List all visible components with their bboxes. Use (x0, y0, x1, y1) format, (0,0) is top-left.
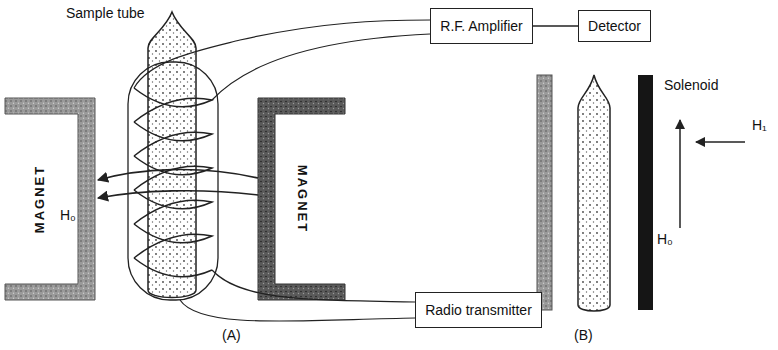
part-label: Sample tube (66, 6, 145, 21)
sample-tube-b (578, 75, 610, 311)
h0-arrow (679, 120, 681, 228)
magnet-label: MAGNET (295, 165, 309, 233)
magnet-left (5, 98, 95, 300)
process-box: R.F. Amplifier (430, 8, 533, 44)
box-text: R.F. Amplifier (440, 18, 522, 34)
magnet-label: MAGNET (33, 165, 47, 233)
coil-windings (134, 88, 212, 277)
magnet-pole-left (537, 75, 552, 310)
field-label: H₀ (657, 232, 673, 247)
field-lines (98, 170, 258, 198)
coil-wires (134, 20, 430, 321)
process-box: Detector (578, 10, 651, 42)
panel-label: (A) (222, 328, 241, 343)
box-text: Radio transmitter (425, 302, 532, 318)
field-label: H₀ (60, 208, 76, 223)
magnet-right (258, 98, 345, 300)
connector (533, 25, 578, 27)
sample-tube (148, 12, 196, 298)
coil-loop (128, 62, 218, 300)
h1-arrow (696, 141, 745, 143)
panel-label: (B) (574, 328, 593, 343)
field-label: H₁ (752, 118, 767, 133)
box-text: Detector (588, 18, 641, 34)
process-box: Radio transmitter (415, 292, 542, 328)
part-label: Solenoid (664, 78, 719, 93)
magnet-pole-right (638, 75, 653, 310)
